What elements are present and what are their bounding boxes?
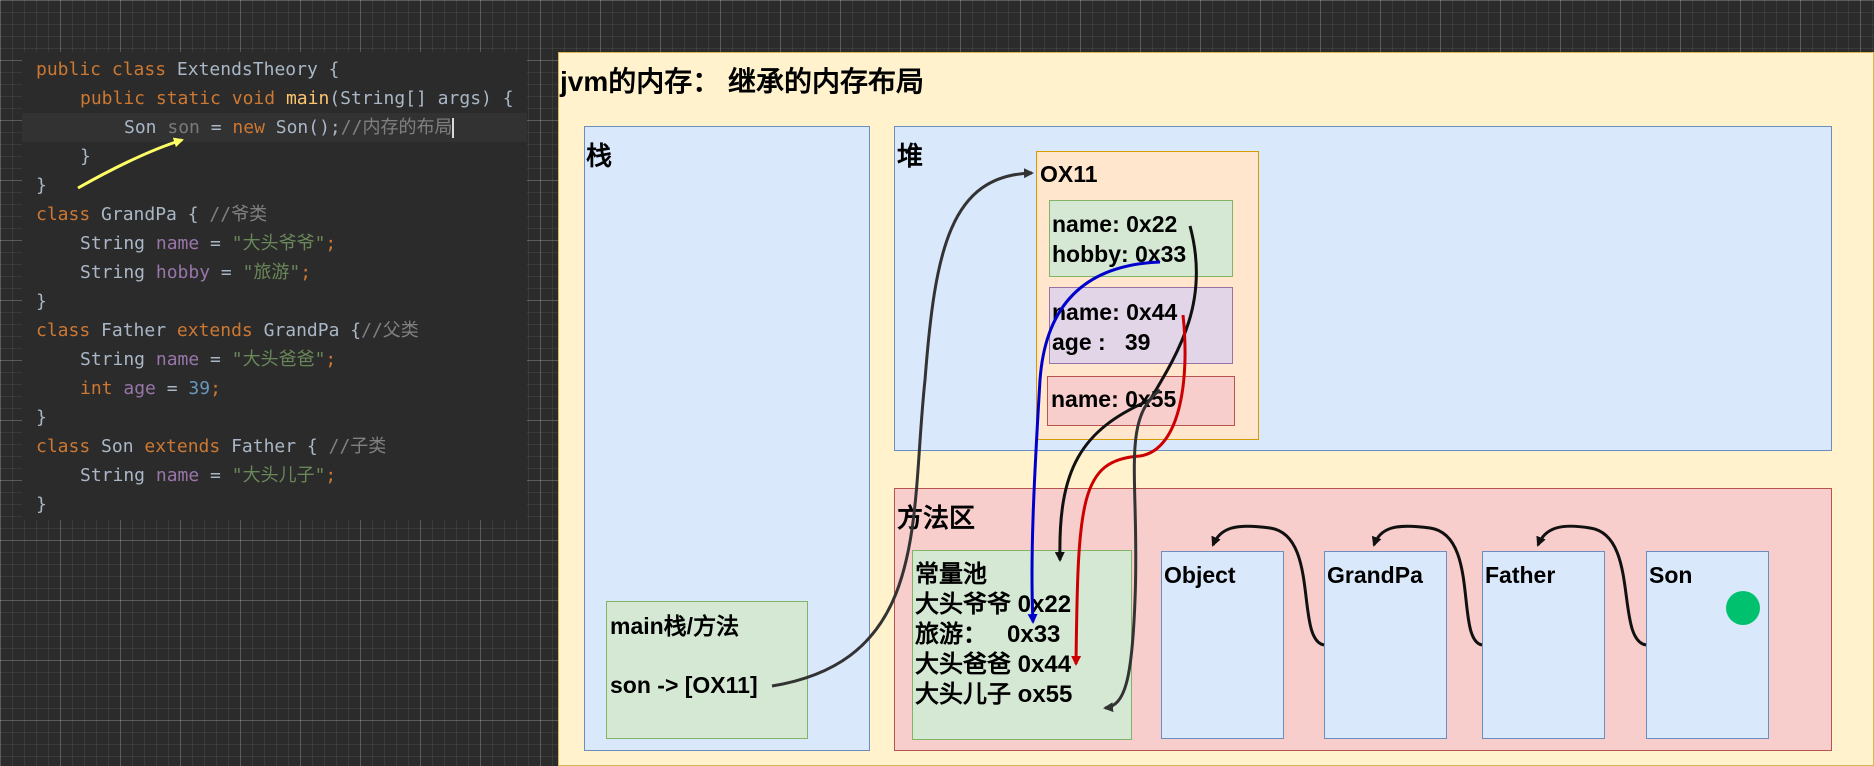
text-caret [452, 118, 455, 138]
grandpa-field: hobby: 0x33 [1052, 241, 1187, 267]
constant-pool-row: 大头爸爸 0x44 [915, 651, 1072, 678]
father-fields-box[interactable] [1049, 287, 1233, 364]
stack-label: 栈 [586, 141, 613, 171]
class-grandpa-label: GrandPa [1327, 562, 1423, 588]
code-line: String name = "大头爸爸"; [80, 349, 337, 370]
code-line: public static void main(String[] args) { [80, 88, 514, 109]
class-object-label: Object [1164, 562, 1236, 588]
code-editor[interactable]: public class ExtendsTheory { public stat… [22, 52, 527, 520]
class-object-box[interactable] [1161, 551, 1284, 739]
heap-label: 堆 [897, 141, 924, 171]
code-line: } [36, 407, 47, 428]
code-line: } [36, 291, 47, 312]
son-field: name: 0x55 [1051, 386, 1177, 412]
code-line: } [36, 494, 47, 515]
code-line: String name = "大头爷爷"; [80, 233, 337, 254]
main-frame-label: main栈/方法 [610, 613, 740, 639]
code-line: class Father extends GrandPa {//父类 [36, 320, 419, 341]
constant-pool-row: 大头爷爷 0x22 [915, 591, 1072, 618]
arrow-grandpa-to-object [1211, 524, 1325, 647]
class-son-box[interactable] [1646, 551, 1769, 739]
arrow-hobby-0x33 [1027, 260, 1161, 624]
arrow-name-0x22 [1054, 225, 1198, 562]
cursor-dot [1726, 591, 1760, 625]
code-line-current[interactable]: Son son = new Son();//内存的布局 [22, 113, 527, 142]
main-stack-frame[interactable] [606, 601, 808, 739]
code-line: class GrandPa { //爷类 [36, 204, 268, 225]
constant-pool-row: 旅游： 0x33 [915, 621, 1061, 648]
object-address: OX11 [1040, 161, 1098, 187]
class-father-box[interactable] [1482, 551, 1605, 739]
father-field: name: 0x44 [1052, 299, 1178, 325]
arrow-name-0x55 [1103, 388, 1161, 713]
constant-pool-title: 常量池 [915, 561, 987, 588]
code-line: int age = 39; [80, 378, 221, 399]
code-line: String hobby = "旅游"; [80, 262, 312, 283]
arrow-ref-to-object [771, 168, 1034, 688]
code-line: String name = "大头儿子"; [80, 465, 337, 486]
grandpa-field: name: 0x22 [1052, 211, 1178, 237]
arrow-son-to-father [1536, 524, 1647, 647]
arrow-father-to-grandpa [1371, 524, 1483, 647]
method-area-label: 方法区 [897, 503, 976, 533]
constant-pool-box[interactable] [912, 550, 1132, 740]
code-line: } [36, 175, 47, 196]
code-line: class Son extends Father { //子类 [36, 436, 387, 457]
constant-pool-row: 大头儿子 ox55 [915, 681, 1073, 708]
father-field: age : 39 [1052, 329, 1151, 355]
class-father-label: Father [1485, 562, 1556, 588]
code-line: public class ExtendsTheory { [36, 59, 340, 80]
son-reference: son -> [OX11] [610, 672, 758, 698]
class-grandpa-box[interactable] [1324, 551, 1447, 739]
diagram-title: jvm的内存： 继承的内存布局 [560, 66, 925, 97]
class-son-label: Son [1649, 562, 1693, 588]
arrow-code-highlight [77, 137, 184, 190]
code-line: } [80, 146, 91, 167]
